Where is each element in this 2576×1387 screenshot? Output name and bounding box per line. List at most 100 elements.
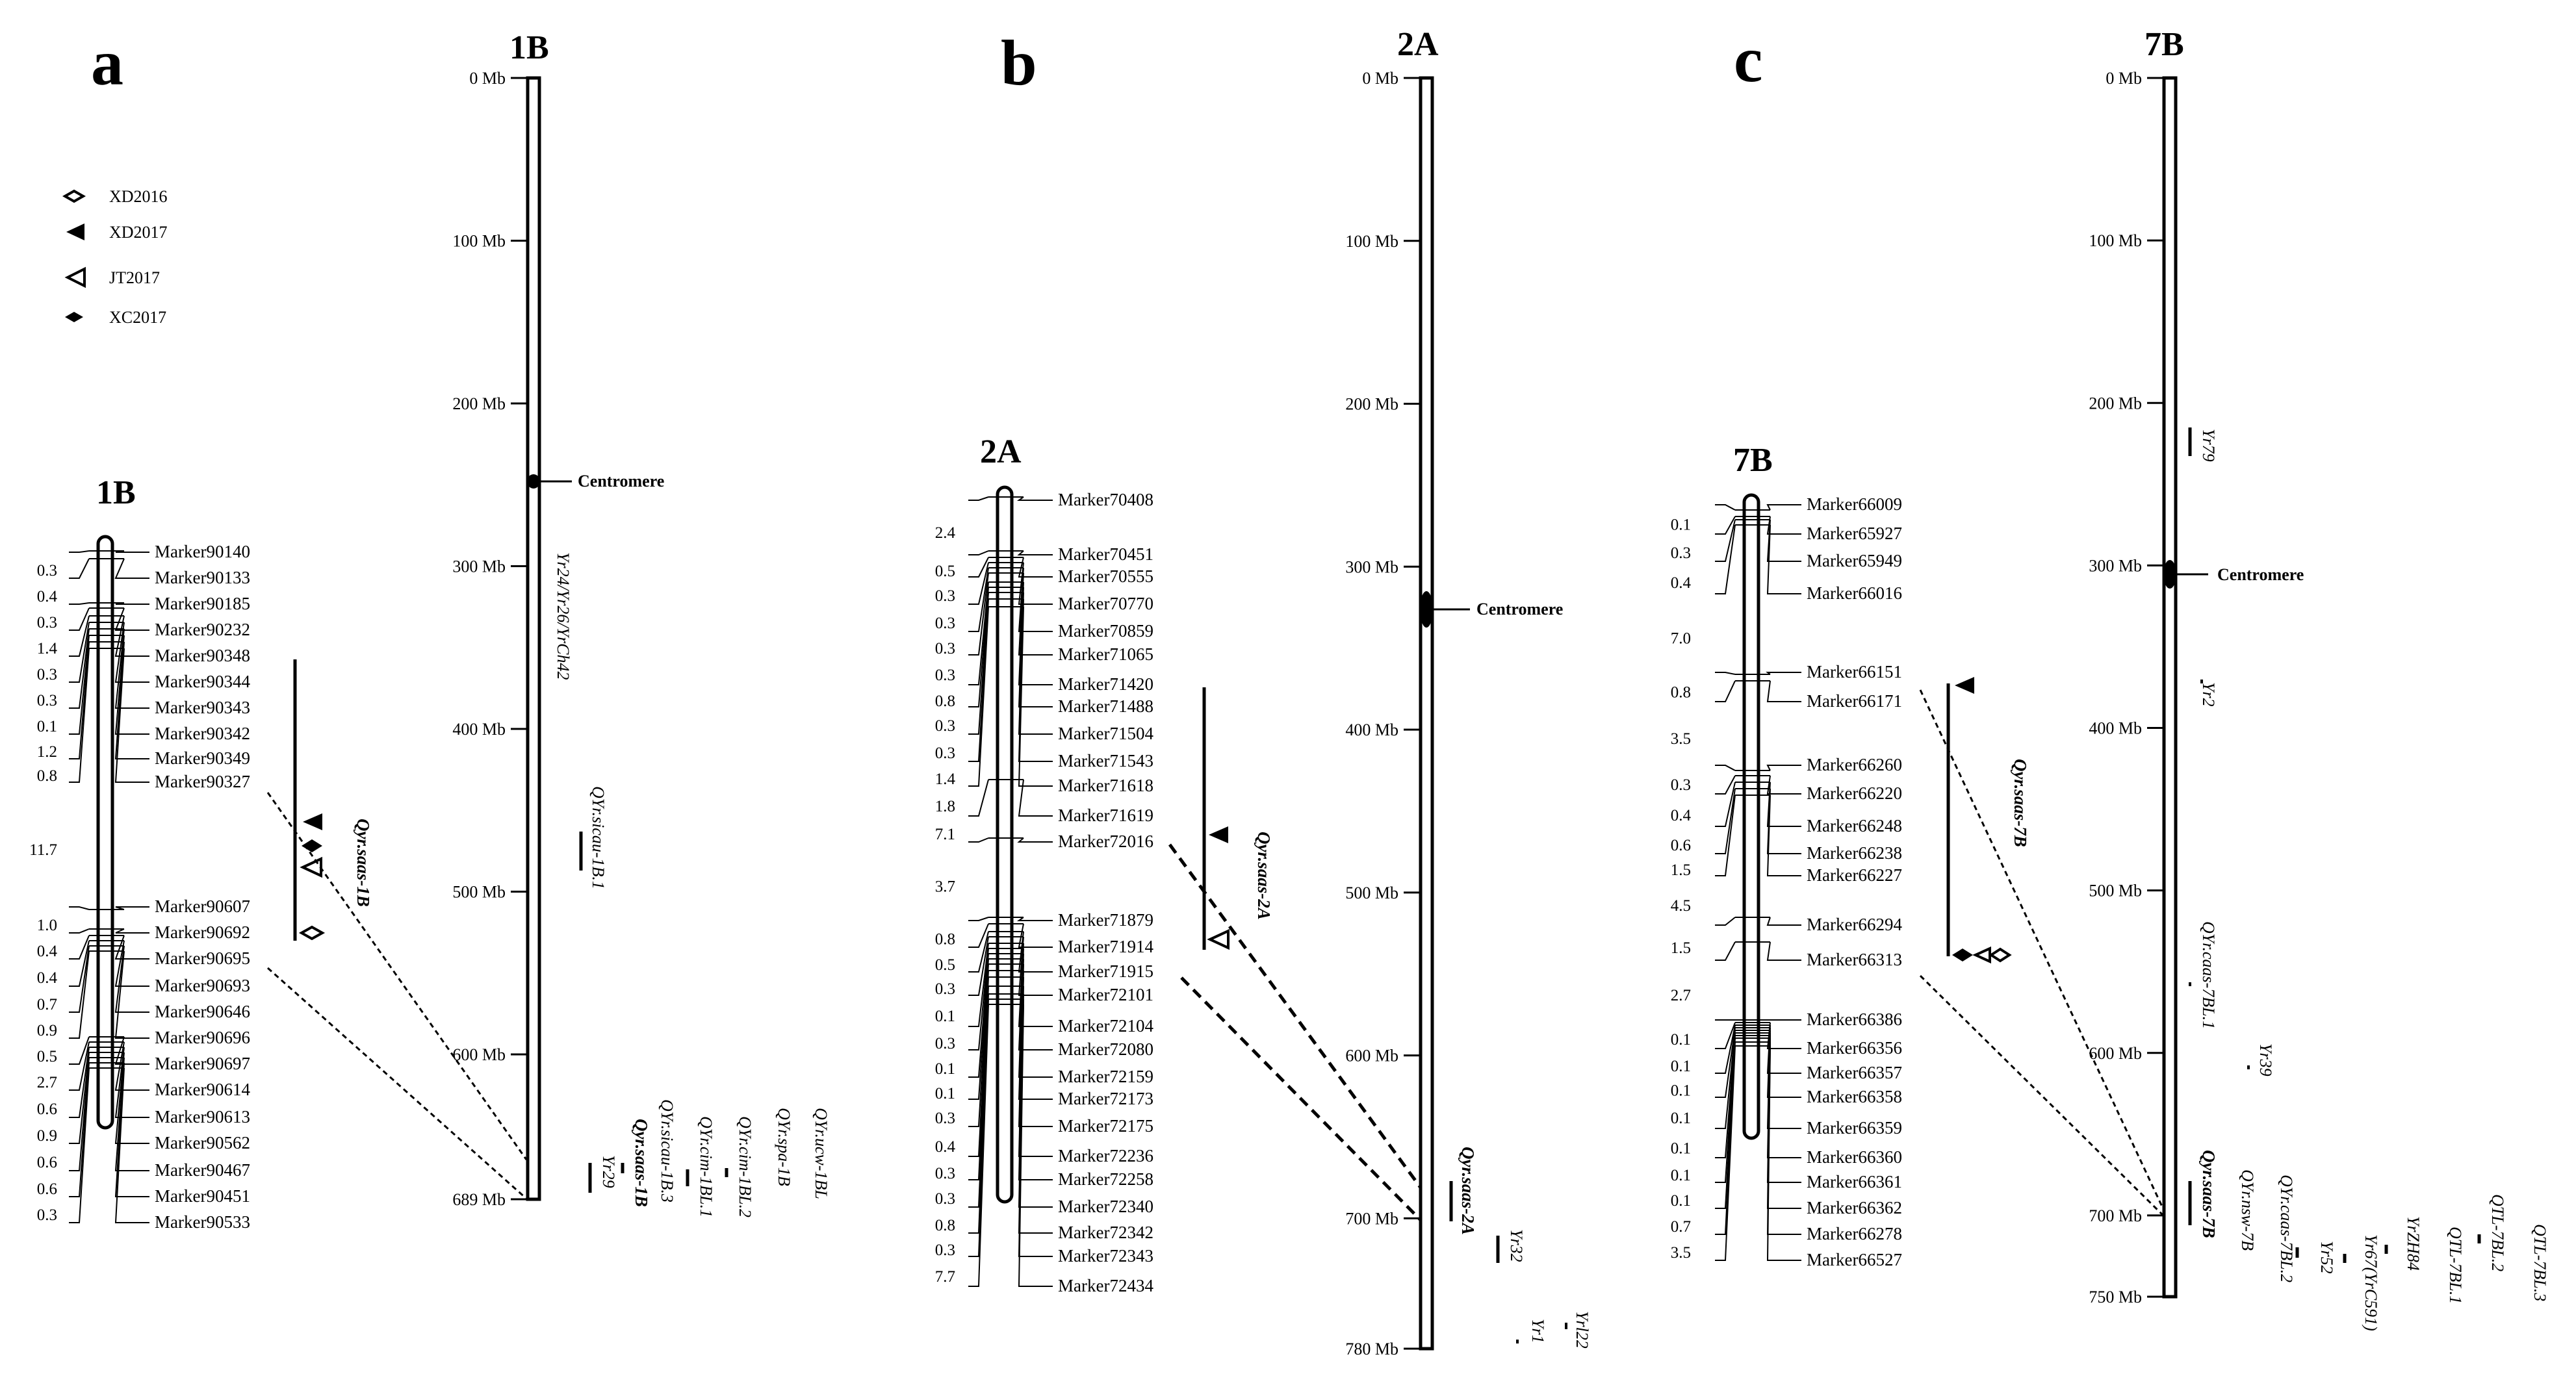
gene-label: Yrl22	[1573, 1311, 1591, 1349]
marker-distance: 0.4	[37, 943, 58, 960]
gene-label: QYr.spa-1B	[775, 1108, 793, 1186]
marker-label: Marker72434	[1058, 1276, 1153, 1295]
marker-distance: 0.8	[1671, 684, 1691, 702]
distance-leader-line	[968, 587, 989, 707]
filled-triangle-icon	[1209, 826, 1228, 843]
marker-distance: 0.1	[1671, 1192, 1691, 1210]
marker-leader-line	[1018, 999, 1053, 1257]
distance-leader-line	[968, 572, 989, 655]
marker-distance: 0.1	[37, 718, 57, 735]
marker-distance: 0.3	[37, 614, 57, 631]
open-triangle-icon	[1207, 928, 1230, 950]
marker-label: Marker66278	[1807, 1224, 1902, 1243]
distance-leader-line	[69, 935, 90, 960]
marker-label: Marker90562	[155, 1133, 250, 1152]
marker-distance: 0.6	[37, 1101, 57, 1118]
marker-leader-line	[1018, 587, 1053, 707]
marker-leader-line	[1018, 986, 1053, 1208]
marker-distance: 0.4	[1671, 807, 1692, 824]
distance-leader-line	[69, 607, 90, 631]
qtl-connector-line	[267, 967, 527, 1200]
physical-tick-label: 500 Mb	[2089, 882, 2142, 900]
marker-distance: 0.1	[1671, 1110, 1691, 1127]
marker-distance: 0.3	[935, 1035, 955, 1052]
marker-distance: 0.4	[37, 588, 58, 605]
marker-label: Marker90348	[155, 646, 250, 665]
gene-label: QYr.caas-7BL.1	[2199, 921, 2218, 1029]
distance-leader-line	[69, 615, 90, 657]
centromere-1b	[527, 474, 540, 489]
distance-leader-line	[69, 635, 90, 735]
distance-leader-line	[1715, 1027, 1736, 1098]
qtl-label-7b: Qyr.saas-7B	[2011, 759, 2030, 847]
marker-leader-line	[1766, 1045, 1801, 1261]
distance-leader-line	[1715, 1030, 1736, 1129]
marker-label: Marker90696	[155, 1028, 250, 1047]
distance-leader-line	[69, 550, 90, 553]
marker-leader-line	[115, 602, 149, 605]
panel-b: b 2A Marker70408Marker70451Marker70555Ma…	[935, 26, 1591, 1358]
panel-a: a 1B Marker90140Marker90133Marker90185Ma…	[29, 27, 831, 1232]
physical-tick-label: 100 Mb	[452, 232, 506, 251]
physical-tick-label: 100 Mb	[2089, 231, 2142, 250]
physical-tick-label: 700 Mb	[1345, 1209, 1398, 1228]
marker-label: Marker90697	[155, 1054, 250, 1073]
qtl-label-1b: Qyr.saas-1B	[354, 819, 373, 907]
legend-label-xd2016: XD2016	[109, 187, 168, 206]
gene-label: Yr39	[2256, 1043, 2275, 1076]
distance-leader-line	[968, 1004, 989, 1287]
legend: XD2016 XD2017 JT2017 XC2017	[62, 187, 168, 327]
distance-leader-line	[968, 953, 989, 1078]
marker-label: Marker66359	[1807, 1118, 1902, 1138]
marker-leader-line	[1018, 557, 1053, 578]
linkage-chromosome-2a	[996, 485, 1014, 1204]
distance-leader-line	[968, 550, 989, 555]
marker-label: Marker90451	[155, 1186, 250, 1206]
marker-label: Marker90695	[155, 948, 250, 968]
distance-leader-line	[69, 602, 90, 605]
marker-label: Marker66362	[1807, 1198, 1902, 1217]
gene-label: Qyr.saas-1B	[632, 1119, 651, 1207]
marker-label: Marker90133	[155, 568, 250, 587]
marker-distance: 1.5	[1671, 939, 1691, 957]
distance-leader-line	[69, 1047, 90, 1118]
physical-tick-label: 200 Mb	[452, 394, 506, 413]
marker-leader-line	[1766, 1022, 1801, 1049]
marker-distance: 0.3	[1671, 776, 1691, 794]
marker-label: Marker66358	[1807, 1087, 1902, 1106]
legend-label-xd2017: XD2017	[109, 223, 168, 242]
distance-leader-line	[1715, 917, 1736, 926]
marker-leader-line	[1018, 936, 1053, 996]
marker-label: Marker72173	[1058, 1089, 1153, 1108]
marker-leader-line	[114, 1062, 149, 1197]
physical-tick-label: 300 Mb	[452, 557, 506, 576]
distance-leader-line	[968, 581, 989, 685]
marker-label: Marker66357	[1807, 1063, 1902, 1082]
marker-leader-line	[1766, 782, 1801, 827]
gene-label: Qyr.saas-7B	[2199, 1150, 2219, 1238]
distance-leader-line	[69, 1057, 90, 1171]
marker-label: Marker72016	[1058, 832, 1153, 851]
distance-leader-line	[968, 567, 989, 632]
marker-leader-line	[1766, 775, 1801, 795]
marker-label: Marker71543	[1058, 751, 1153, 770]
linkage-title-1b: 1B	[96, 474, 136, 511]
marker-distance: 0.9	[37, 1127, 57, 1145]
marker-label: Marker90533	[155, 1212, 250, 1232]
marker-distance: 3.7	[935, 878, 955, 896]
marker-leader-line	[1018, 1004, 1053, 1287]
marker-distance: 1.5	[1671, 861, 1691, 879]
marker-leader-line	[115, 906, 149, 910]
distance-leader-line	[968, 963, 989, 1127]
marker-leader-line	[1017, 837, 1053, 843]
qtl-connector-line	[1919, 974, 2168, 1220]
qtl-label-2a: Qyr.saas-2A	[1254, 832, 1274, 920]
marker-label: Marker70451	[1058, 544, 1153, 564]
marker-distance: 7.1	[935, 826, 955, 843]
distance-leader-line	[69, 1052, 90, 1144]
marker-leader-line	[114, 935, 149, 960]
marker-label: Marker66248	[1807, 816, 1902, 835]
marker-leader-line	[1018, 779, 1053, 817]
marker-distance: 0.3	[935, 615, 955, 632]
